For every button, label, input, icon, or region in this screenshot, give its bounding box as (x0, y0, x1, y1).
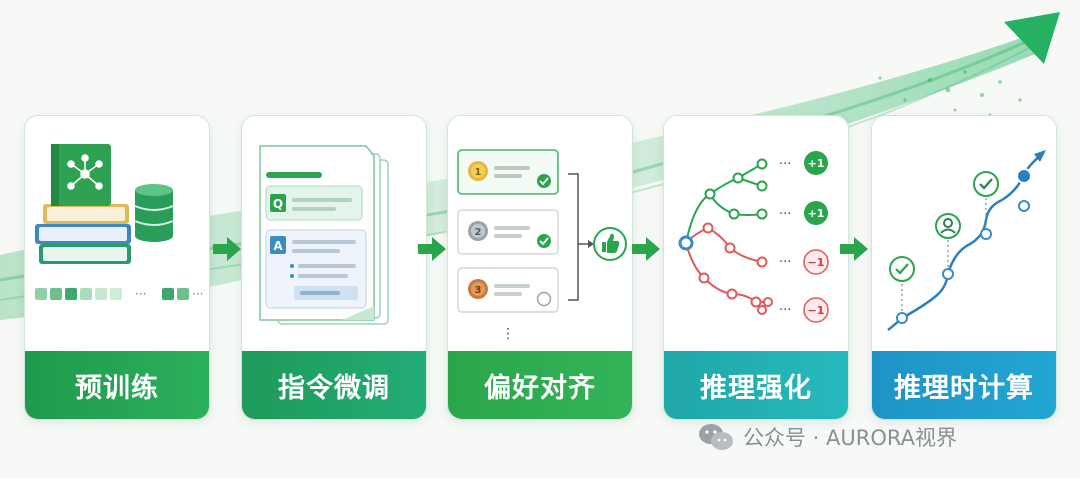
token-ellipsis-end: ··· (192, 287, 203, 301)
reward-badge-negative: −1 (803, 297, 829, 323)
stage-label: 推理强化 (664, 351, 848, 419)
branch-ellipsis: ··· (779, 207, 791, 222)
stage-label: 推理时计算 (872, 351, 1056, 419)
qa-documents-icon: Q A (259, 145, 389, 325)
svg-text:−1: −1 (808, 304, 825, 317)
branch-ellipsis: ··· (779, 255, 791, 270)
arrow-right-icon (418, 237, 446, 261)
answer-tag: A (273, 239, 283, 253)
stage-card-instruction-tuning: Q A 指令微调 (241, 115, 427, 420)
books-and-database-icon: ··· ··· (35, 144, 203, 301)
stage-card-reasoning-reinforcement: ··· ··· ··· ··· +1 +1 −1 −1 推理强化 (663, 115, 849, 420)
stage-card-pretraining: ··· ··· 预训练 (24, 115, 210, 420)
rank-2-badge: 2 (475, 227, 482, 238)
token-ellipsis: ··· (135, 287, 146, 301)
svg-text:−1: −1 (808, 256, 825, 269)
branch-ellipsis: ··· (779, 303, 791, 318)
database-icon (134, 184, 174, 242)
rising-trajectory-icon (887, 150, 1046, 331)
check-icon (889, 256, 915, 282)
stage-card-preference-alignment: 1 2 3 ⋮ 偏好对齐 (447, 115, 633, 420)
reward-badge-negative: −1 (803, 249, 829, 275)
reasoning-tree-icon: ··· ··· ··· ··· +1 +1 −1 −1 (678, 151, 829, 323)
ranked-responses-icon: 1 2 3 ⋮ (457, 149, 627, 342)
reward-badge-positive: +1 (804, 201, 828, 225)
rising-arrow-head (1004, 12, 1060, 64)
arrow-right-icon (632, 237, 660, 261)
svg-text:+1: +1 (808, 157, 825, 170)
rank-1-badge: 1 (475, 167, 482, 178)
watermark: 公众号 · AURORA视界 (697, 422, 957, 452)
check-icon (973, 171, 999, 197)
token-sequence (35, 288, 189, 300)
stage-label: 偏好对齐 (448, 351, 632, 419)
arrow-right-icon (840, 237, 868, 261)
watermark-text: 公众号 · AURORA视界 (743, 426, 957, 450)
branch-ellipsis: ··· (779, 157, 791, 172)
user-search-icon (935, 213, 961, 239)
svg-text:+1: +1 (808, 207, 825, 220)
arrow-right-icon (213, 237, 241, 261)
wechat-icon (699, 424, 733, 450)
thumbs-up-icon (593, 227, 627, 261)
reward-badge-positive: +1 (804, 151, 828, 175)
question-tag: Q (273, 197, 283, 211)
stage-card-inference-time-compute: 推理时计算 (871, 115, 1057, 420)
stage-label: 指令微调 (242, 351, 426, 419)
more-items-ellipsis: ⋮ (501, 326, 515, 342)
rank-3-badge: 3 (475, 285, 482, 296)
stage-label: 预训练 (25, 351, 209, 419)
